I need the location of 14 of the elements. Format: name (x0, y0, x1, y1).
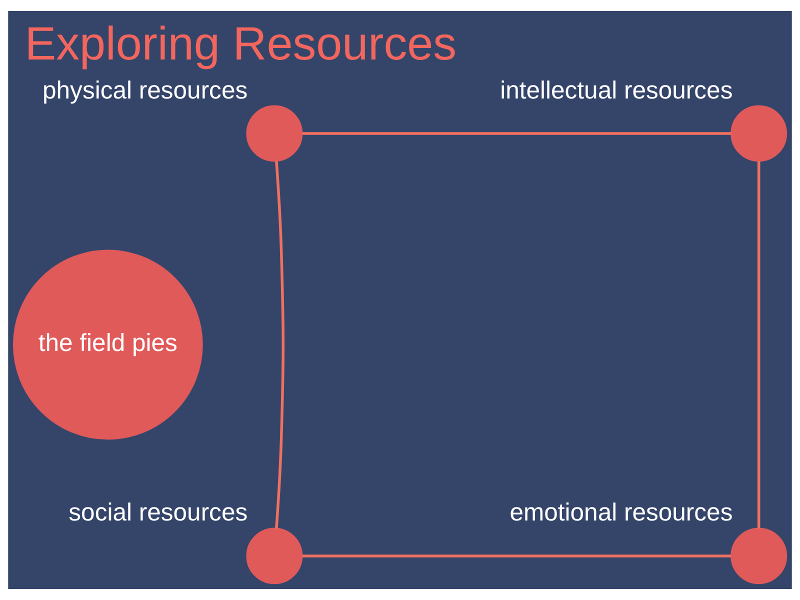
diagram-title: Exploring Resources (24, 17, 457, 70)
node-circle: the field pies (12, 250, 203, 440)
connector (275, 160, 285, 529)
connector (757, 161, 760, 528)
node-label: physical resources (42, 77, 248, 104)
node-circle (246, 105, 303, 162)
node-circle (246, 528, 303, 584)
connector (302, 132, 732, 135)
node-circle (730, 528, 788, 584)
node-label: social resources (68, 500, 248, 527)
node-label: emotional resources (510, 500, 733, 527)
node-circle (730, 105, 788, 162)
node-label: intellectual resources (500, 77, 733, 104)
connector (302, 554, 732, 558)
